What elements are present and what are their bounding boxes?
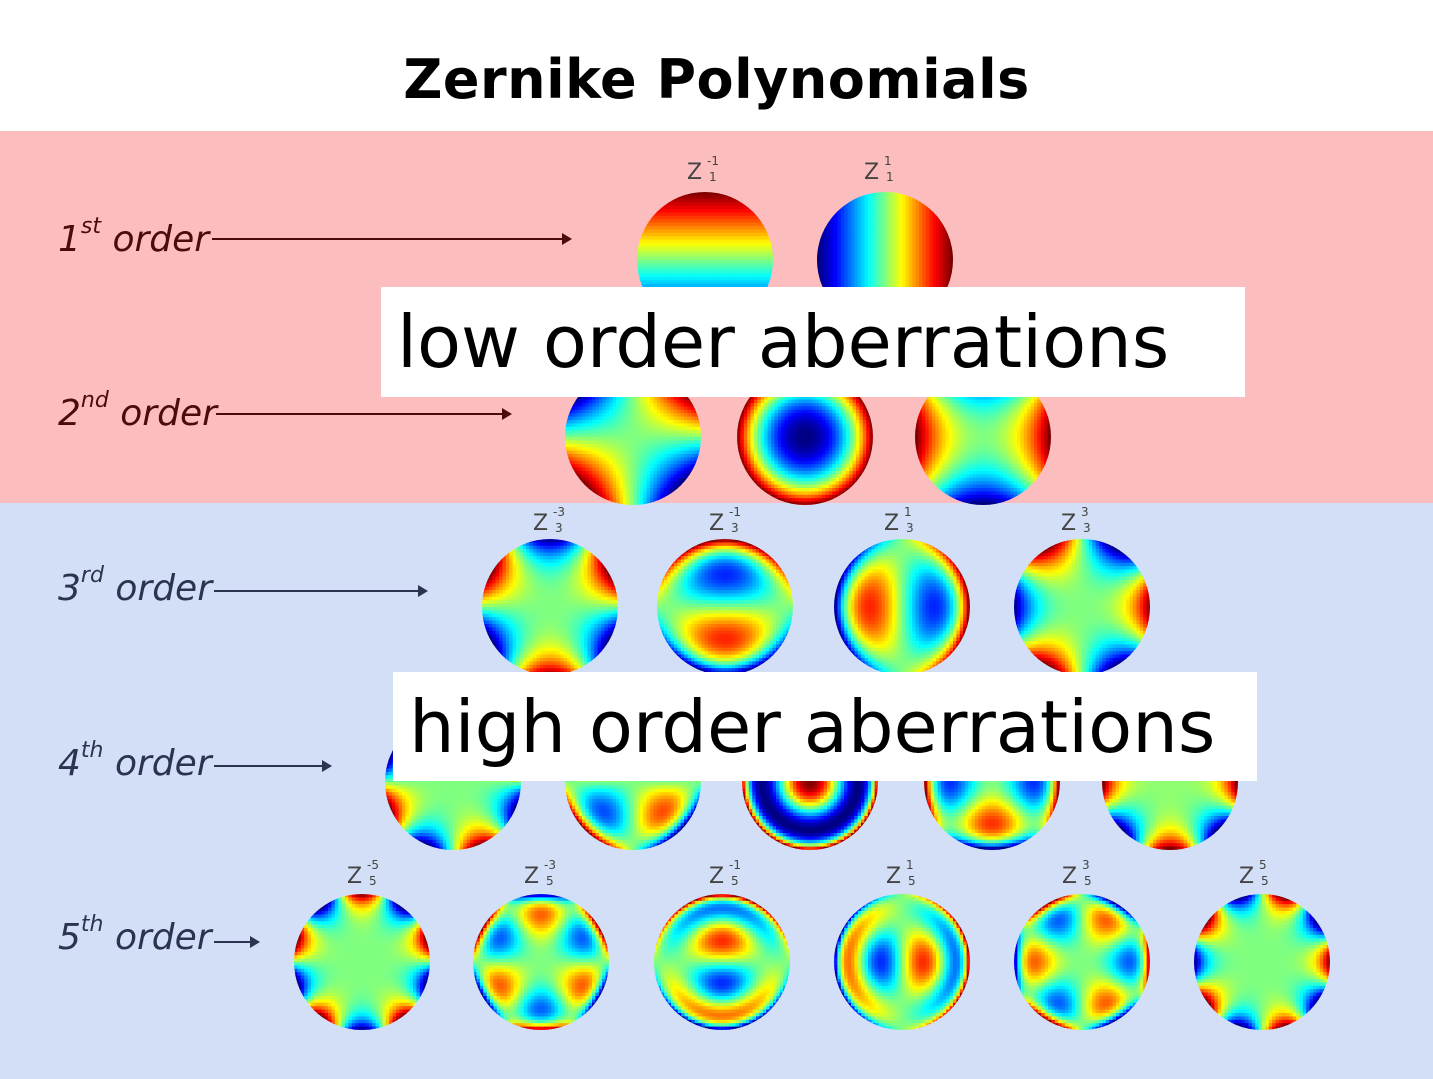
order-arrow-4	[214, 760, 332, 772]
zernike-circle-n5-m3	[1014, 894, 1150, 1030]
page-title: Zernike Polynomials	[0, 48, 1433, 111]
zernike-circle-n5-m5	[1194, 894, 1330, 1030]
zernike-circle-n3-m-3	[482, 539, 618, 675]
zernike-circle-n3-m1	[834, 539, 970, 675]
order-arrow-3	[214, 585, 428, 597]
high-order-aberrations-box: high order aberrations	[393, 672, 1257, 781]
order-label-4: 4th order	[58, 740, 212, 784]
zernike-circle-n3-m3	[1014, 539, 1150, 675]
zernike-circle-n5-m-1	[654, 894, 790, 1030]
zernike-circle-n5-m-5	[294, 894, 430, 1030]
order-arrow-5	[214, 936, 260, 948]
order-label-3: 3rd order	[58, 565, 212, 609]
zernike-circle-n5-m-3	[473, 894, 609, 1030]
zernike-circle-n5-m1	[834, 894, 970, 1030]
low-order-aberrations-box: low order aberrations	[381, 287, 1245, 397]
order-arrow-1	[212, 233, 572, 245]
zernike-circle-n3-m-1	[657, 539, 793, 675]
order-label-5: 5th order	[58, 914, 212, 958]
order-label-2: 2nd order	[58, 390, 217, 434]
order-arrow-2	[216, 408, 512, 420]
order-label-1: 1st order	[58, 216, 209, 260]
